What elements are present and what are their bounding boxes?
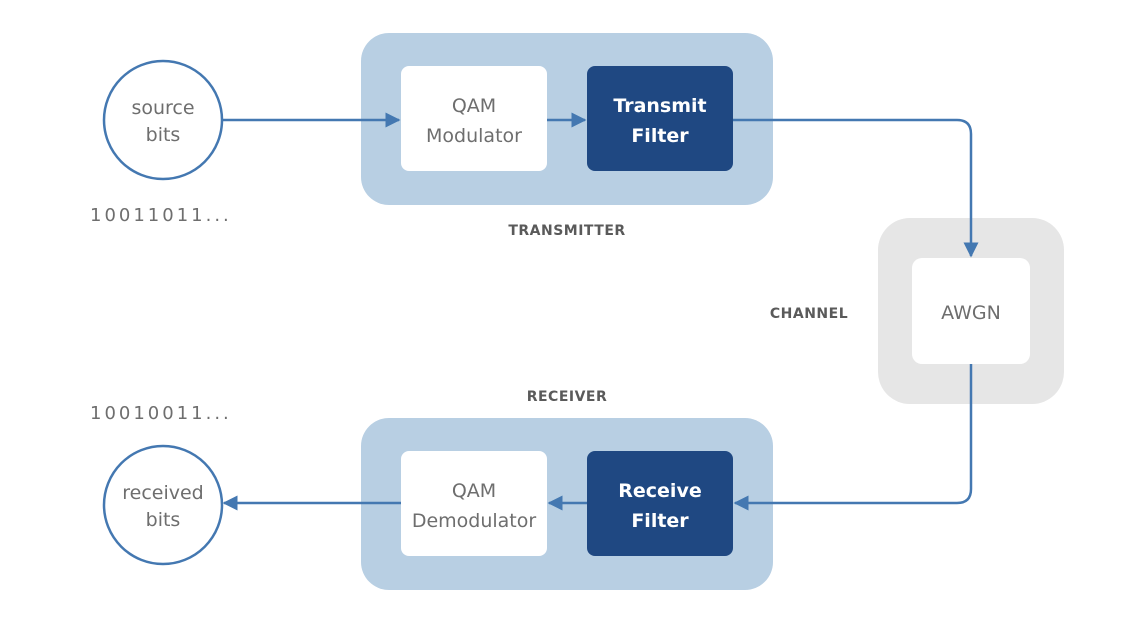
qam-modulator-line1: QAM bbox=[452, 95, 496, 117]
source-bits-node bbox=[102, 59, 224, 181]
qam-demodulator-line1: QAM bbox=[452, 480, 496, 502]
received-bits-line1: received bbox=[122, 482, 204, 504]
source-bits-line1: source bbox=[131, 97, 194, 119]
arrow-awgn-to-receive-filter bbox=[733, 364, 973, 511]
transmit-filter-line2: Filter bbox=[631, 125, 689, 147]
received-bit-string: 10010011... bbox=[90, 403, 232, 424]
awgn-block bbox=[912, 258, 1030, 364]
transmit-filter-block bbox=[587, 66, 733, 171]
source-bit-string: 10011011... bbox=[90, 205, 232, 226]
receive-filter-line1: Receive bbox=[618, 480, 701, 502]
qam-modulator-block bbox=[401, 66, 547, 171]
qam-demodulator-line2: Demodulator bbox=[412, 510, 537, 532]
channel-label: CHANNEL bbox=[770, 306, 848, 322]
received-bits-node bbox=[102, 444, 224, 566]
transmit-filter-line1: Transmit bbox=[613, 95, 706, 117]
arrow-filter-to-awgn bbox=[733, 118, 979, 258]
awgn-label: AWGN bbox=[941, 302, 1001, 324]
received-bits-line2: bits bbox=[146, 509, 181, 531]
receiver-label: RECEIVER bbox=[527, 389, 608, 405]
qam-demodulator-block bbox=[401, 451, 547, 556]
source-bits-line2: bits bbox=[146, 124, 181, 146]
transmitter-label: TRANSMITTER bbox=[508, 223, 625, 239]
receive-filter-block bbox=[587, 451, 733, 556]
qam-modulator-line2: Modulator bbox=[426, 125, 522, 147]
receive-filter-line2: Filter bbox=[631, 510, 689, 532]
